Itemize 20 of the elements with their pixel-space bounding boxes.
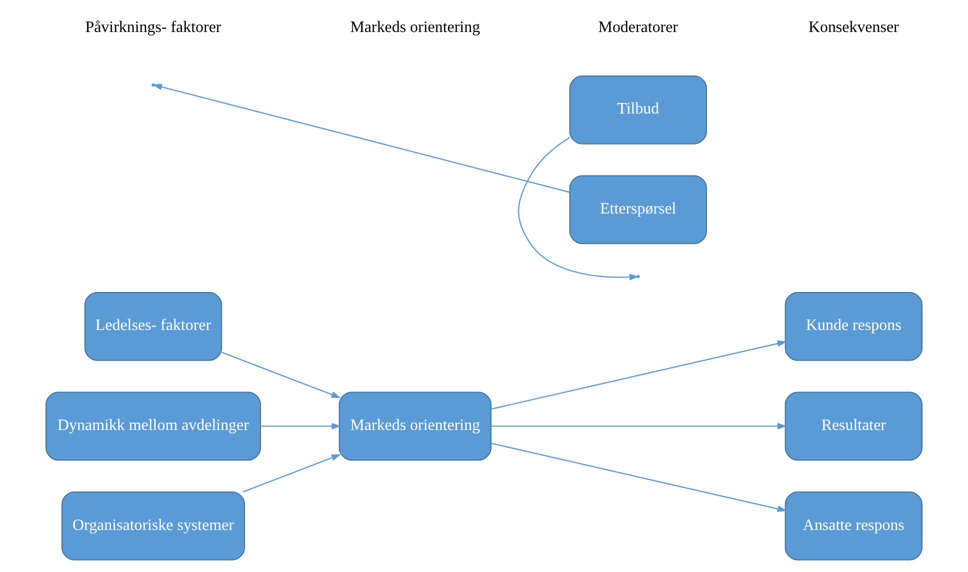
node-box: Dynamikk mellom avdelinger	[46, 392, 261, 461]
node-box: Etterspørsel	[569, 175, 707, 244]
arrow	[491, 340, 787, 410]
node-box: Resultater	[784, 392, 922, 461]
arrow	[491, 442, 787, 512]
arrow	[222, 352, 341, 398]
node-box: Ledelses- faktorer	[84, 292, 222, 361]
label: Påvirknings- faktorer	[85, 18, 222, 36]
arrow	[242, 454, 341, 492]
label: Konsekvenser	[808, 18, 899, 36]
node-box: Ansatte respons	[784, 492, 922, 560]
node-box: Tilbud	[569, 75, 707, 144]
label: Moderatorer	[598, 18, 678, 36]
label: Markeds orientering	[350, 18, 480, 36]
node-box: Organisatoriske systemer	[61, 492, 246, 560]
arrow	[260, 422, 342, 430]
arrow	[152, 84, 570, 193]
node-box: Kunde respons	[784, 292, 922, 361]
node-box: Markeds orientering	[338, 392, 492, 461]
arrow	[491, 422, 787, 430]
